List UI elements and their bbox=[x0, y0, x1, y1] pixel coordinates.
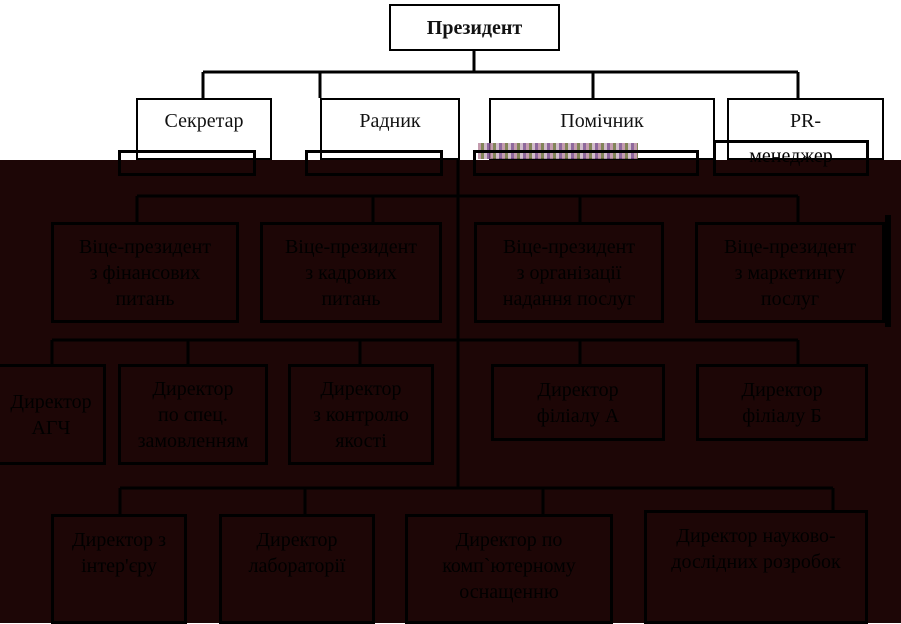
director-branch-a-box: Директор філіалу А bbox=[491, 364, 665, 441]
dark-region bbox=[0, 160, 901, 623]
director-laboratory-label: Директор лабораторії bbox=[248, 529, 346, 577]
secretary-box-lower bbox=[118, 150, 256, 176]
director-quality-box: Директор з контролю якості bbox=[288, 364, 434, 465]
vp-hr-box: Віце-президент з кадрових питань bbox=[260, 222, 442, 323]
director-interior-label: Директор з інтер'єру bbox=[71, 529, 167, 577]
director-laboratory-box: Директор лабораторії bbox=[219, 514, 375, 624]
secretary-label: Секретар bbox=[164, 110, 244, 132]
director-agch-label: Директор АГЧ bbox=[10, 390, 92, 439]
president-box: Президент bbox=[389, 4, 560, 51]
director-quality-label: Директор з контролю якості bbox=[313, 377, 409, 452]
vp-marketing-label: Віце-президент з маркетингу послуг bbox=[723, 235, 857, 310]
director-research-label: Директор науково- дослідних розробок bbox=[671, 525, 841, 573]
director-interior-box: Директор з інтер'єру bbox=[51, 514, 187, 624]
pr-manager-label: PR- bbox=[789, 110, 822, 132]
vp-hr-label: Віце-президент з кадрових питань bbox=[284, 235, 418, 310]
advisor-box-lower bbox=[305, 150, 443, 176]
assistant-box-lower bbox=[473, 150, 699, 176]
vp-marketing-box: Віце-президент з маркетингу послуг bbox=[695, 222, 885, 323]
advisor-box: Радник bbox=[320, 98, 460, 160]
secretary-box: Секретар bbox=[136, 98, 272, 160]
pr-manager-box-lower: менеджер bbox=[713, 140, 869, 176]
director-special-orders-box: Директор по спец. замовленням bbox=[118, 364, 268, 465]
vp-service-org-label: Віце-президент з організації надання пос… bbox=[502, 235, 636, 310]
pr-manager-box: PR- bbox=[727, 98, 884, 160]
advisor-label: Радник bbox=[359, 110, 421, 132]
director-research-box: Директор науково- дослідних розробок bbox=[644, 510, 868, 624]
director-special-orders-label: Директор по спец. замовленням bbox=[137, 377, 249, 452]
president-label: Президент bbox=[426, 16, 523, 39]
pr-manager-label-cont: менеджер bbox=[749, 145, 833, 167]
director-branch-a-label: Директор філіалу А bbox=[536, 378, 620, 427]
edge-strip bbox=[885, 215, 891, 327]
director-branch-b-label: Директор філіалу Б bbox=[741, 378, 823, 427]
assistant-label: Помічник bbox=[560, 110, 644, 132]
vp-finance-label: Віце-президент з фінансових питань bbox=[78, 235, 212, 310]
director-computer-box: Директор по комп`ютерному оснащенню bbox=[405, 514, 613, 624]
director-computer-label: Директор по комп`ютерному оснащенню bbox=[442, 529, 576, 603]
director-agch-box: Директор АГЧ bbox=[0, 364, 106, 465]
vp-finance-box: Віце-президент з фінансових питань bbox=[51, 222, 239, 323]
director-branch-b-box: Директор філіалу Б bbox=[696, 364, 868, 441]
vp-service-org-box: Віце-президент з організації надання пос… bbox=[474, 222, 664, 323]
